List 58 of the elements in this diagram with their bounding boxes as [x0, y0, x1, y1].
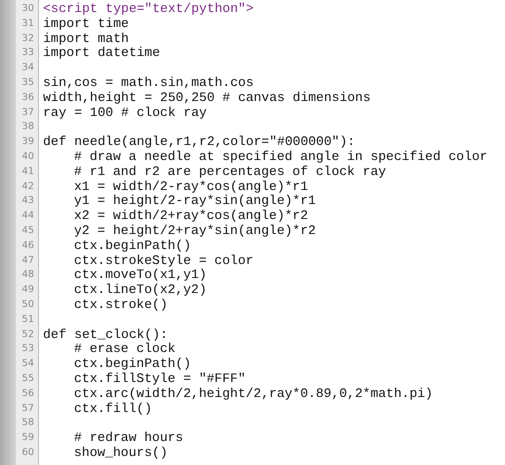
line-number: 41	[20, 164, 34, 179]
code-line: ctx.beginPath()	[74, 238, 192, 253]
line-number: 54	[20, 357, 34, 372]
line-number: 45	[20, 224, 34, 238]
line-number: 56	[20, 386, 34, 401]
line-number: 46	[20, 238, 34, 253]
code-line: ray = 100 # clock ray	[43, 104, 207, 120]
line-number: 30	[20, 2, 34, 16]
code-line: ctx.lineTo(x2,y2)	[74, 282, 207, 298]
line-number: 33	[20, 46, 34, 60]
line-number: 58	[20, 416, 34, 430]
line-number: 51	[20, 312, 34, 327]
line-number: 49	[20, 283, 34, 298]
line-number: 34	[20, 61, 34, 76]
line-number: 40	[20, 150, 34, 164]
code-line: def set_clock():	[43, 326, 168, 342]
code-line: sin,cos = math.sin,math.cos	[43, 75, 254, 90]
line-number: 44	[20, 209, 34, 224]
code-line: show_hours()	[74, 445, 168, 460]
code-line: ctx.moveTo(x1,y1)	[74, 267, 207, 282]
code-line: import math	[43, 30, 129, 46]
line-number: 42	[20, 180, 34, 194]
code-line: y1 = height/2-ray*sin(angle)*r1	[74, 193, 316, 208]
code-line: # erase clock	[74, 341, 176, 356]
line-number: 53	[20, 342, 34, 356]
line-number: 31	[20, 16, 34, 31]
code-line: ctx.beginPath()	[74, 356, 192, 372]
code-line: # draw a needle at specified angle in specified color	[74, 149, 488, 164]
code-line: # r1 and r2 are percentages of clock ray	[74, 164, 386, 179]
line-number: 47	[20, 254, 34, 268]
code-line: ctx.fillStyle = "#FFF"	[74, 371, 246, 386]
line-number: 43	[20, 194, 34, 208]
line-number: 57	[20, 402, 34, 416]
line-number: 39	[20, 135, 34, 150]
code-line: def needle(angle,r1,r2,color="#000000"):	[43, 134, 356, 150]
code-line: # redraw hours	[74, 430, 184, 446]
code-line: import datetime	[43, 45, 160, 60]
line-number: 52	[20, 328, 34, 342]
line-number: 35	[20, 76, 34, 90]
code-line: x2 = width/2+ray*cos(angle)*r2	[74, 208, 308, 224]
line-number: 38	[20, 120, 34, 134]
line-number: 32	[20, 32, 34, 46]
line-number: 50	[20, 298, 34, 312]
code-line: import time	[43, 16, 129, 31]
code-line: x1 = width/2-ray*cos(angle)*r1	[74, 178, 308, 194]
code-line: ctx.strokeStyle = color	[74, 252, 254, 268]
code-line: ctx.fill()	[74, 400, 152, 416]
line-number: 48	[20, 268, 34, 282]
code-line: ctx.stroke()	[74, 297, 168, 312]
line-number: 55	[20, 372, 34, 386]
code-line: ctx.arc(width/2,height/2,ray*0.89,0,2*math.pi)	[74, 386, 433, 401]
line-number: 36	[20, 90, 34, 105]
line-number: 60	[20, 446, 34, 460]
code-line: y2 = height/2+ray*sin(angle)*r2	[74, 223, 316, 238]
line-number: 37	[20, 106, 34, 120]
line-number: 59	[20, 431, 34, 446]
script-tag-line: <script type="text/python">	[43, 1, 254, 16]
code-line: width,height = 250,250 # canvas dimensions	[43, 90, 371, 105]
